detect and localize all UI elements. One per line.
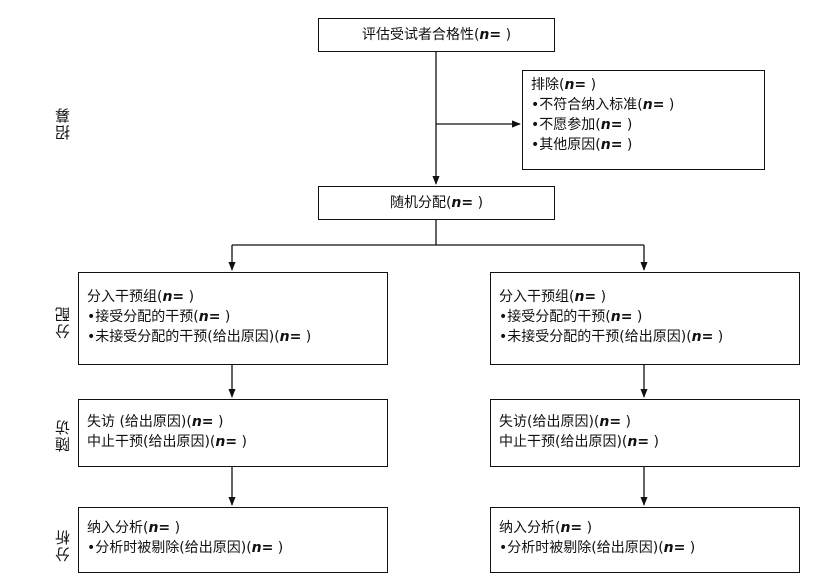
analysis-title: 纳入分析(n= ) [499,520,593,536]
side-label-followup: 随访 [54,418,72,452]
allocation-item: 接受分配的干预(n= ) [87,307,387,327]
followup-line: 中止干预(给出原因)(n= ) [87,434,248,450]
exclusion-title: 排除(n= ) [531,77,597,93]
exclusion-box: 排除(n= ) 不符合纳入标准(n= ) 不愿参加(n= ) 其他原因(n= ) [522,70,765,170]
analysis-item: 分析时被剔除(给出原因)(n= ) [499,538,799,558]
allocation-item: 接受分配的干预(n= ) [499,307,799,327]
randomization-box: 随机分配(n= ) [318,186,555,220]
followup-line: 中止干预(给出原因)(n= ) [499,434,660,450]
exclusion-item: 不符合纳入标准(n= ) [531,95,764,115]
exclusion-item: 不愿参加(n= ) [531,115,764,135]
allocation-item: 未接受分配的干预(给出原因)(n= ) [499,327,799,347]
analysis-title: 纳入分析(n= ) [87,520,181,536]
allocation-title: 分入干预组(n= ) [499,289,607,305]
analysis-item: 分析时被剔除(给出原因)(n= ) [87,538,387,558]
side-label-allocate: 分配 [54,305,72,339]
followup-line: 失访(给出原因)(n= ) [499,414,632,430]
right-allocation-box: 分入干预组(n= ) 接受分配的干预(n= ) 未接受分配的干预(给出原因)(n… [490,272,800,365]
allocation-item: 未接受分配的干预(给出原因)(n= ) [87,327,387,347]
side-label-recruit: 招募 [54,106,72,140]
right-analysis-box: 纳入分析(n= ) 分析时被剔除(给出原因)(n= ) [490,507,800,573]
side-label-analysis: 分析 [54,528,72,562]
exclusion-item: 其他原因(n= ) [531,135,764,155]
right-followup-box: 失访(给出原因)(n= ) 中止干预(给出原因)(n= ) [490,399,800,467]
left-followup-box: 失访 (给出原因)(n= ) 中止干预(给出原因)(n= ) [78,399,388,467]
randomization-text: 随机分配(n= ) [389,195,484,211]
left-analysis-box: 纳入分析(n= ) 分析时被剔除(给出原因)(n= ) [78,507,388,573]
assess-eligibility-box: 评估受试者合格性(n= ) [318,18,555,52]
allocation-title: 分入干预组(n= ) [87,289,195,305]
followup-line: 失访 (给出原因)(n= ) [87,414,224,430]
left-allocation-box: 分入干预组(n= ) 接受分配的干预(n= ) 未接受分配的干预(给出原因)(n… [78,272,388,365]
assess-eligibility-text: 评估受试者合格性(n= ) [361,27,512,43]
